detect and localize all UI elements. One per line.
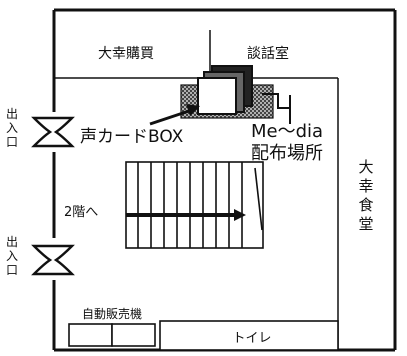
- stairs-arrow: [126, 209, 246, 221]
- svg-text:口: 口: [6, 263, 18, 277]
- svg-text:口: 口: [6, 135, 18, 149]
- svg-text:入: 入: [6, 249, 18, 263]
- top-rooms-walls: [54, 30, 338, 79]
- shop-label: 大幸購買: [98, 46, 154, 62]
- entrance-top-icon: [31, 116, 75, 148]
- media-label-line1: Me～dia: [251, 121, 323, 142]
- media-label-line2: 配布場所: [251, 143, 323, 164]
- vending-machines: [68, 323, 156, 347]
- entrance-top-label: 出 入 口: [6, 107, 18, 149]
- media-bracket: [262, 93, 290, 109]
- toilet-room: [159, 320, 339, 351]
- svg-text:入: 入: [6, 121, 18, 135]
- stairs-label: 2階へ: [64, 205, 98, 220]
- vending-label: 自動販売機: [82, 306, 142, 321]
- svg-text:大: 大: [358, 158, 373, 176]
- voice-card-box-label: 声カードBOX: [80, 127, 184, 147]
- staircase: [125, 161, 264, 249]
- toilet-label: トイレ: [232, 331, 271, 346]
- svg-text:堂: 堂: [358, 215, 373, 233]
- voice-card-box-icon: [197, 65, 253, 115]
- svg-text:幸: 幸: [358, 177, 373, 195]
- entrance-bottom-label: 出 入 口: [6, 235, 18, 277]
- lounge-label: 談話室: [247, 45, 289, 62]
- entrance-bottom-icon: [31, 244, 75, 276]
- svg-text:出: 出: [6, 235, 18, 249]
- svg-text:食: 食: [358, 196, 373, 214]
- box-pointer-arrow: [149, 104, 200, 126]
- cafeteria-label: 大 幸 食 堂: [358, 158, 373, 233]
- svg-text:出: 出: [6, 107, 18, 121]
